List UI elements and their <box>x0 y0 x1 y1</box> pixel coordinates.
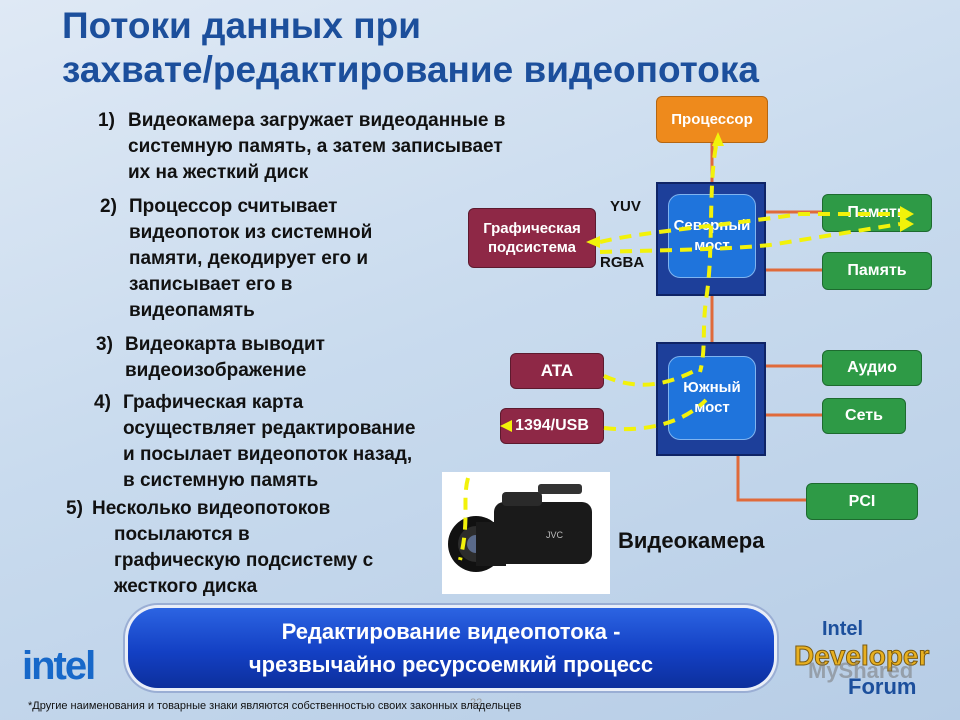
step-line: посылаются в <box>114 524 250 545</box>
step-line: графическую подсистему с <box>114 550 374 571</box>
summary-banner: Редактирование видеопотока - чрезвычайно… <box>128 608 774 688</box>
video-camera-image: JVC <box>442 472 610 594</box>
south-bridge-line-1: Южный <box>683 379 741 396</box>
step-number: 2) <box>100 196 117 217</box>
step-line: Видеокарта выводит <box>125 334 325 355</box>
step-line: Видеокамера загружает видеоданные в <box>128 110 506 131</box>
cpu-box: Процессор <box>656 96 768 143</box>
south-bridge-line-2: мост <box>694 399 730 416</box>
audio-label: Аудио <box>847 359 897 376</box>
step-line: Процессор считывает <box>129 196 338 217</box>
forum-logo-line-1: Intel <box>822 618 864 640</box>
ata-label: ATA <box>540 361 574 380</box>
step-2: 2) Процессор считывает видеопоток из сис… <box>100 194 460 328</box>
step-number: 3) <box>96 334 113 355</box>
intel-logo: intel <box>22 644 96 688</box>
step-line: видеопамять <box>129 300 255 321</box>
memory-box-1: Память <box>822 194 932 232</box>
network-label: Сеть <box>845 407 883 424</box>
title-line-2: захвате/редактирование видеопотока <box>62 49 760 90</box>
step-3: 3) Видеокарта выводит видеоизображение <box>96 332 416 386</box>
usb-label: 1394/USB <box>515 417 589 434</box>
step-4: 4) Графическая карта осуществляет редакт… <box>94 390 504 496</box>
footer-note: *Другие наименования и товарные знаки яв… <box>28 700 522 712</box>
title-line-1: Потоки данных при <box>62 5 421 46</box>
north-bridge-line-2: мост <box>694 237 730 254</box>
step-5: 5) Несколько видеопотоков посылаются в г… <box>66 496 446 602</box>
graphics-line-1: Графическая <box>483 220 581 237</box>
yuv-label: YUV <box>610 198 641 215</box>
memory-label-2: Память <box>847 262 907 279</box>
step-line: Графическая карта <box>123 392 304 413</box>
rgba-label: RGBA <box>600 254 645 271</box>
north-bridge-line-1: Северный <box>673 217 751 234</box>
watermark: MyShared <box>808 658 914 683</box>
banner-line-1: Редактирование видеопотока - <box>281 619 621 644</box>
north-bridge-chip: Северный мост <box>668 194 756 278</box>
step-1: 1) Видеокамера загружает видеоданные в с… <box>98 108 618 188</box>
step-line: памяти, декодирует его и <box>129 248 369 269</box>
step-line: системную память, а затем записывает <box>128 136 503 157</box>
audio-box: Аудио <box>822 350 922 386</box>
step-line: записывает его в <box>129 274 293 295</box>
intel-developer-forum-logo: Intel Developer Forum <box>792 618 948 702</box>
cpu-label: Процессор <box>671 111 753 128</box>
pci-label: PCI <box>848 492 876 510</box>
south-bridge-chip: Южный мост <box>668 356 756 440</box>
video-camera-icon: JVC <box>448 484 592 572</box>
forum-logo-line-2: Developer <box>793 640 930 672</box>
memory-label-1: Память <box>847 204 907 221</box>
svg-text:JVC: JVC <box>546 530 564 540</box>
page-number: 22 <box>470 697 483 709</box>
step-line: в системную память <box>123 470 319 491</box>
network-box: Сеть <box>822 398 906 434</box>
banner-line-2: чрезвычайно ресурсоемкий процесс <box>248 652 654 677</box>
step-number: 4) <box>94 392 111 413</box>
step-line: Несколько видеопотоков <box>92 498 331 519</box>
step-line: видеопоток из системной <box>129 222 373 243</box>
ata-box: ATA <box>510 353 604 389</box>
step-line: осуществляет редактирование <box>123 418 416 439</box>
forum-logo-line-3: Forum <box>848 674 917 699</box>
graphics-subsystem-box: Графическая подсистема <box>468 208 596 268</box>
step-number: 5) <box>66 498 83 519</box>
step-line: жесткого диска <box>114 576 258 597</box>
memory-box-2: Память <box>822 252 932 290</box>
pci-box: PCI <box>806 483 918 520</box>
slide-title: Потоки данных при захвате/редактирование… <box>62 4 942 92</box>
step-line: видеоизображение <box>125 360 307 381</box>
step-line: их на жесткий диск <box>128 162 309 183</box>
step-line: и посылает видеопоток назад, <box>123 444 413 465</box>
graphics-line-2: подсистема <box>488 239 576 256</box>
step-number: 1) <box>98 110 115 131</box>
usb-box: 1394/USB <box>500 408 604 444</box>
camera-label: Видеокамера <box>618 528 765 553</box>
